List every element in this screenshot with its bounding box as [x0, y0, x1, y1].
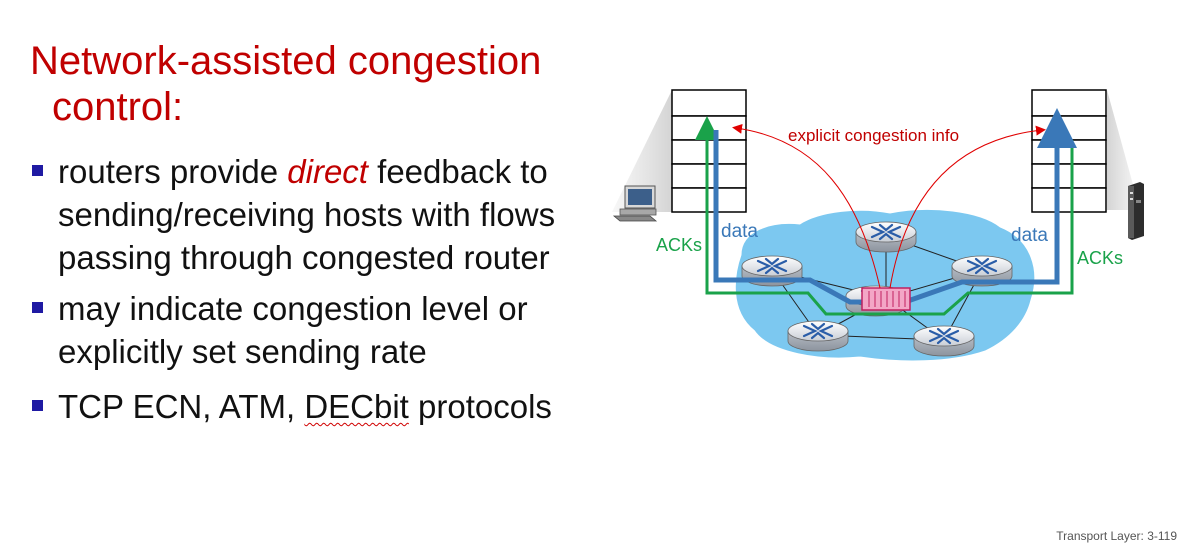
bullet3-text-post: protocols: [408, 388, 552, 425]
slide-title-line1: Network-assisted congestion: [30, 39, 542, 83]
left-data-label: data: [721, 221, 758, 242]
right-acks-label: ACKs: [1077, 248, 1123, 268]
left-host-projection: [612, 90, 672, 212]
bullet1-text-post: feedback to sending/receiving hosts with…: [58, 153, 556, 276]
bullet-square-icon: [32, 165, 43, 176]
router-icon: [912, 324, 976, 358]
bullet1-emphasis: direct: [287, 153, 368, 190]
slide-title-line2: control:: [52, 85, 184, 129]
right-data-label: data: [1011, 225, 1048, 246]
bullet3-text-pre: TCP ECN, ATM,: [58, 388, 305, 425]
bullet1-text-pre: routers provide: [58, 153, 288, 190]
desktop-computer-icon: [612, 185, 658, 222]
left-acks-label: ACKs: [656, 235, 702, 255]
footer-slide-number: Transport Layer: 3-119: [1056, 529, 1177, 543]
bullet-square-icon: [32, 400, 43, 411]
bullet-list: routers provide direct feedback to sendi…: [28, 150, 608, 428]
ack-path: [695, 116, 1074, 316]
bullet-item-direct-feedback: routers provide direct feedback to sendi…: [28, 150, 608, 279]
slide-title: Network-assisted congestion control:: [30, 38, 541, 130]
congestion-arrow-right: [889, 125, 1046, 289]
congestion-arrow-left: [732, 123, 881, 289]
queue-buffer-icon: [861, 287, 911, 311]
congestion-info-label: explicit congestion info: [788, 126, 959, 145]
left-protocol-stack: [671, 89, 747, 213]
bullet-square-icon: [32, 302, 43, 313]
bullet-item-congestion-level: may indicate congestion level or explici…: [28, 287, 608, 373]
server-tower-icon: [1128, 182, 1144, 240]
right-host-projection: [1107, 90, 1140, 210]
bullet3-spellcheck-word: DECbit: [304, 388, 409, 425]
bullet-item-protocols: TCP ECN, ATM, DECbit protocols: [28, 385, 608, 428]
bullet2-text: may indicate congestion level or explici…: [58, 290, 528, 370]
router-icon: [786, 319, 850, 353]
right-protocol-stack: [1031, 89, 1107, 213]
